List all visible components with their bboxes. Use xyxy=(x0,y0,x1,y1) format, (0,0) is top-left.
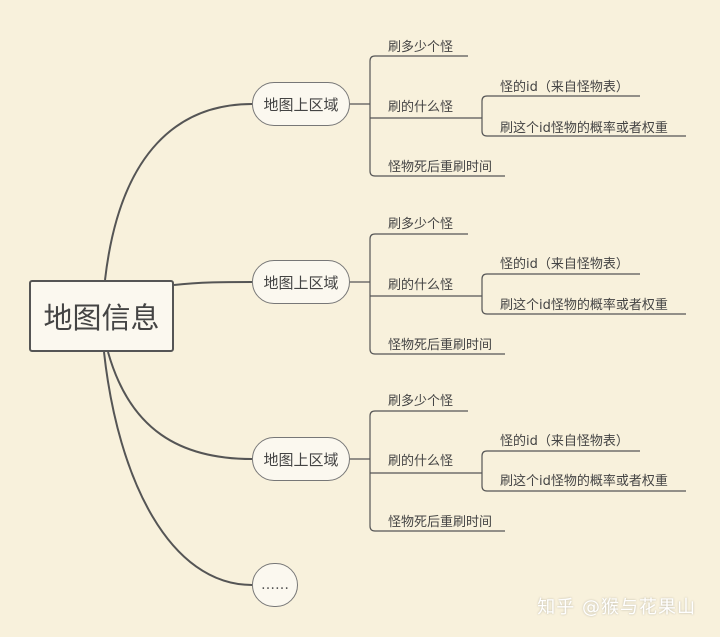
region-node[interactable]: 地图上区域 xyxy=(252,437,350,481)
spawn-count-leaf[interactable]: 刷多少个怪 xyxy=(388,394,454,409)
spawn-probability-leaf[interactable]: 刷这个id怪物的概率或者权重 xyxy=(500,298,668,313)
region-1-spine-connector xyxy=(369,55,376,177)
monster-id-leaf[interactable]: 怪的id（来自怪物表） xyxy=(500,257,629,272)
spawn-count-leaf[interactable]: 刷多少个怪 xyxy=(388,217,454,232)
root-to-region-3-connector xyxy=(107,351,253,460)
monster-id-leaf[interactable]: 怪的id（来自怪物表） xyxy=(500,434,629,449)
monster-id-leaf[interactable]: 怪的id（来自怪物表） xyxy=(500,80,629,95)
region-3-spine-connector xyxy=(369,410,376,532)
spawn-count-leaf[interactable]: 刷多少个怪 xyxy=(388,40,454,55)
respawn-time-leaf[interactable]: 怪物死后重刷时间 xyxy=(388,338,493,353)
monster-type-leaf[interactable]: 刷的什么怪 xyxy=(388,100,454,115)
region-2-spine-connector xyxy=(369,233,376,355)
monster-type-leaf[interactable]: 刷的什么怪 xyxy=(388,454,454,469)
root-node[interactable]: 地图信息 xyxy=(29,280,174,352)
region-node[interactable]: 地图上区域 xyxy=(252,260,350,304)
root-to-region-2-connector xyxy=(173,281,253,286)
respawn-time-leaf[interactable]: 怪物死后重刷时间 xyxy=(388,160,493,175)
region-3-subspine-connector xyxy=(481,450,488,492)
region-1-subspine-connector xyxy=(481,95,488,137)
more-branches-node[interactable]: …… xyxy=(252,563,298,607)
spawn-probability-leaf[interactable]: 刷这个id怪物的概率或者权重 xyxy=(500,474,668,489)
watermark-text: 知乎 @猴与花果山 xyxy=(537,597,696,618)
region-node[interactable]: 地图上区域 xyxy=(252,82,350,126)
spawn-probability-leaf[interactable]: 刷这个id怪物的概率或者权重 xyxy=(500,121,668,136)
monster-type-leaf[interactable]: 刷的什么怪 xyxy=(388,278,454,293)
root-to-region-1-connector xyxy=(104,103,253,281)
region-2-subspine-connector xyxy=(481,273,488,315)
root-to-more-connector xyxy=(103,351,253,586)
respawn-time-leaf[interactable]: 怪物死后重刷时间 xyxy=(388,515,493,530)
